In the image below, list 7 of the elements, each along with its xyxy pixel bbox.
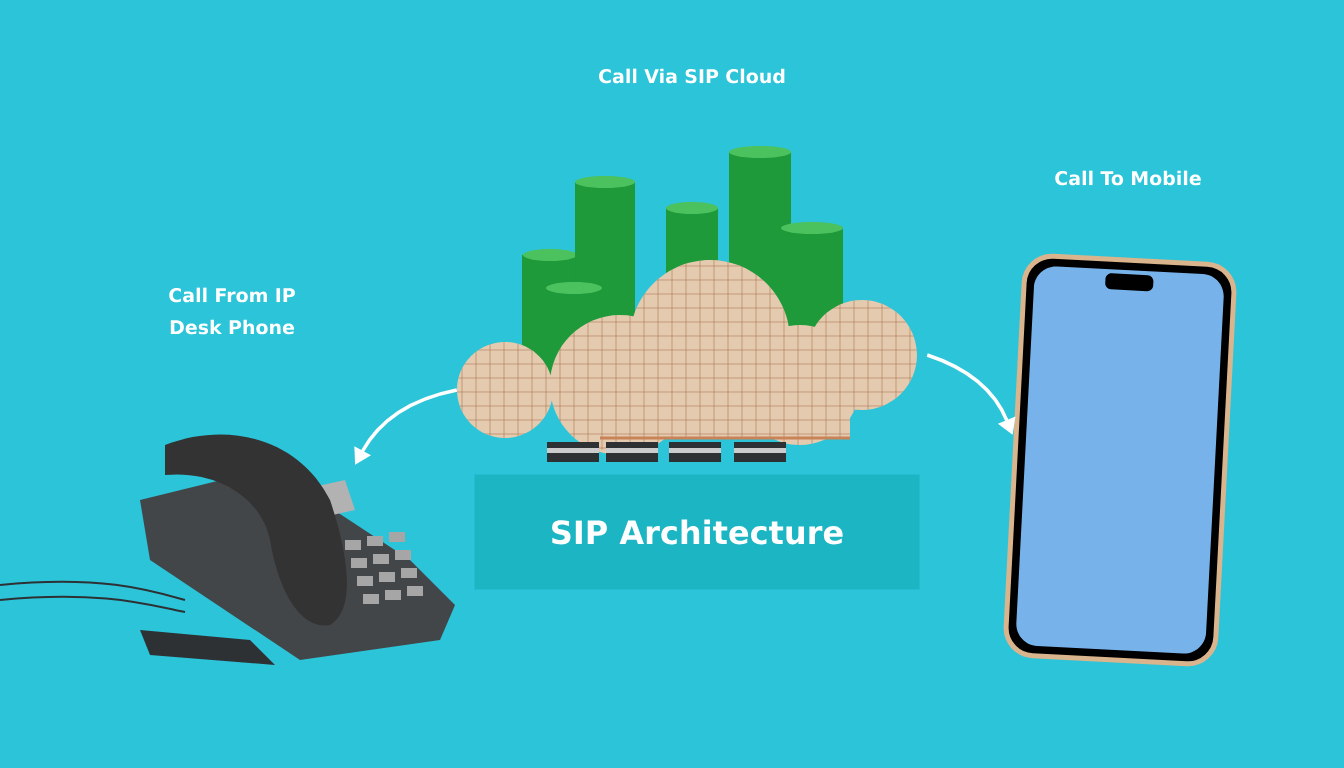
desk-phone-drawing xyxy=(0,434,455,665)
smartphone-drawing xyxy=(1016,266,1224,654)
cloud-drawing xyxy=(457,146,917,462)
label: Call From IP Desk Phone xyxy=(169,287,295,335)
title-band: SIP Architecture xyxy=(474,474,920,590)
label: Call Via SIP Cloud xyxy=(599,68,785,84)
label: Call To Mobile xyxy=(1055,170,1201,186)
